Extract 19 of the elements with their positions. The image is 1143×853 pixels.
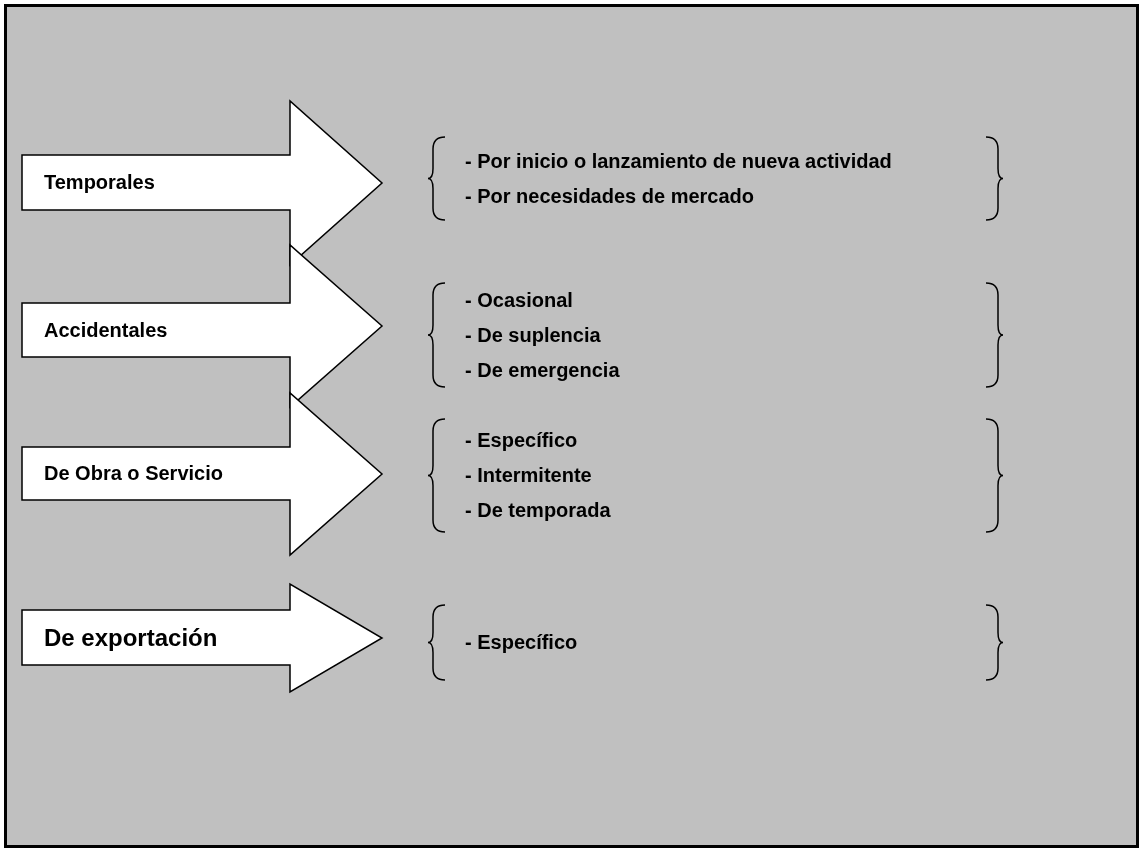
arrow-label: De exportación <box>44 622 218 653</box>
pointer-shape <box>22 393 382 555</box>
bracketed-list <box>428 605 1003 680</box>
bracketed-list <box>428 283 1003 387</box>
bracketed-list <box>428 419 1003 532</box>
list-item: - Específico <box>465 630 579 655</box>
arrow-label: De Obra o Servicio <box>44 461 223 486</box>
arrow-label: Accidentales <box>44 317 168 343</box>
list-item: - Por necesidades de mercado <box>465 183 755 209</box>
bracketed-list <box>428 137 1003 220</box>
list-item: - De emergencia <box>465 357 621 383</box>
list-item: - De suplencia <box>465 322 602 348</box>
list-item: - Específico <box>465 428 579 453</box>
list-item: - Por inicio o lanzamiento de nueva actividad <box>465 148 893 174</box>
list-item: - Ocasional <box>465 287 574 313</box>
list-item: - Intermitente <box>465 463 593 488</box>
pointer-shape <box>22 584 382 692</box>
arrow-label: Temporales <box>44 170 155 195</box>
list-item: - De temporada <box>465 498 612 523</box>
